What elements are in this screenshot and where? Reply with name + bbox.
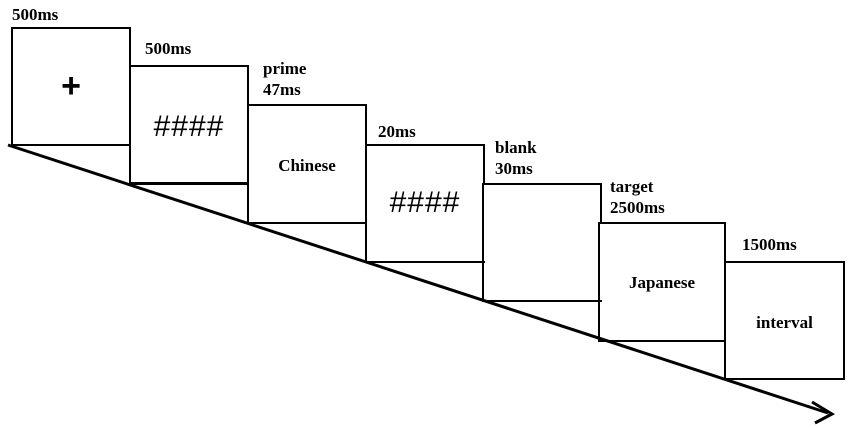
fixation-duration-label: 500ms [12,5,59,24]
target-duration-label: target 2500ms [610,177,665,217]
backward-mask-text: #### [389,186,461,219]
target-word: Japanese [628,273,696,292]
fixation-frame: + [11,27,131,146]
interval-word: interval [756,313,813,332]
interval-frame: interval [724,261,845,380]
blank-duration-label: blank 30ms [495,138,537,178]
target-frame: Japanese [598,222,726,342]
prime-word: Chinese [278,156,336,175]
interval-duration-label: 1500ms [742,235,797,254]
forward-mask-text: #### [153,110,225,143]
prime-duration-label: prime 47ms [263,59,307,99]
forward-mask-duration-label: 500ms [145,39,192,58]
backward-mask-duration-label: 20ms [378,122,416,141]
fixation-cross-symbol: + [61,67,81,105]
time-arrow-line [7,143,829,415]
backward-mask-frame: #### [365,144,485,263]
frame-base-lines [11,144,726,342]
time-arrowhead-icon [811,400,836,425]
